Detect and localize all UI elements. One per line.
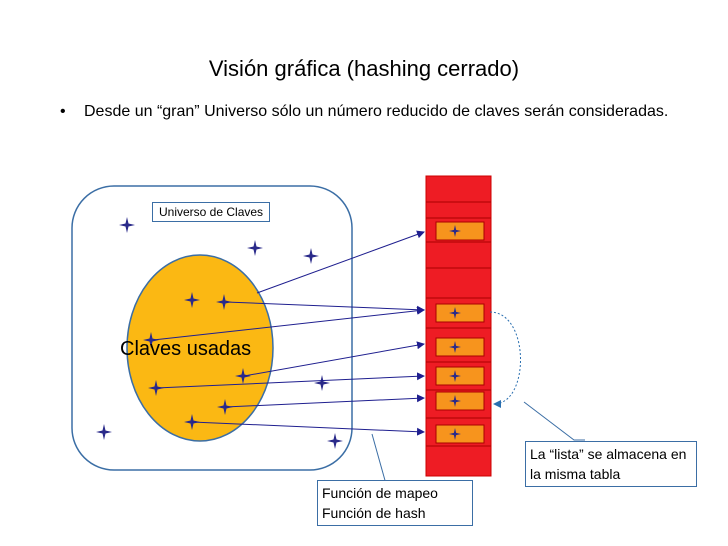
collision-arrow (489, 311, 521, 408)
bullet-text: Desde un “gran” Universo sólo un número … (84, 103, 669, 120)
bullet-item: • Desde un “gran” Universo sólo un númer… (60, 100, 680, 124)
used-keys-ellipse (126, 254, 274, 442)
used-keys-label: Claves usadas (120, 338, 252, 360)
mapping-line-1: Función de mapeo (322, 485, 438, 501)
list-callout: La “lista” se almacena en la misma tabla (525, 441, 697, 487)
universe-label: Universo de Claves (152, 202, 271, 222)
mapping-callout: Función de mapeo Función de hash (317, 480, 473, 526)
list-line-2: la misma tabla (530, 466, 621, 482)
list-line-1: La “lista” se almacena en (530, 446, 687, 462)
slide-title: Visión gráfica (hashing cerrado) (208, 56, 520, 81)
hash-arrows (152, 230, 425, 436)
mapping-line-2: Función de hash (322, 505, 426, 521)
mapping-pointer (371, 433, 398, 485)
bullet-symbol: • (60, 103, 66, 120)
list-pointer (523, 401, 585, 441)
occupied-slots (435, 221, 485, 444)
